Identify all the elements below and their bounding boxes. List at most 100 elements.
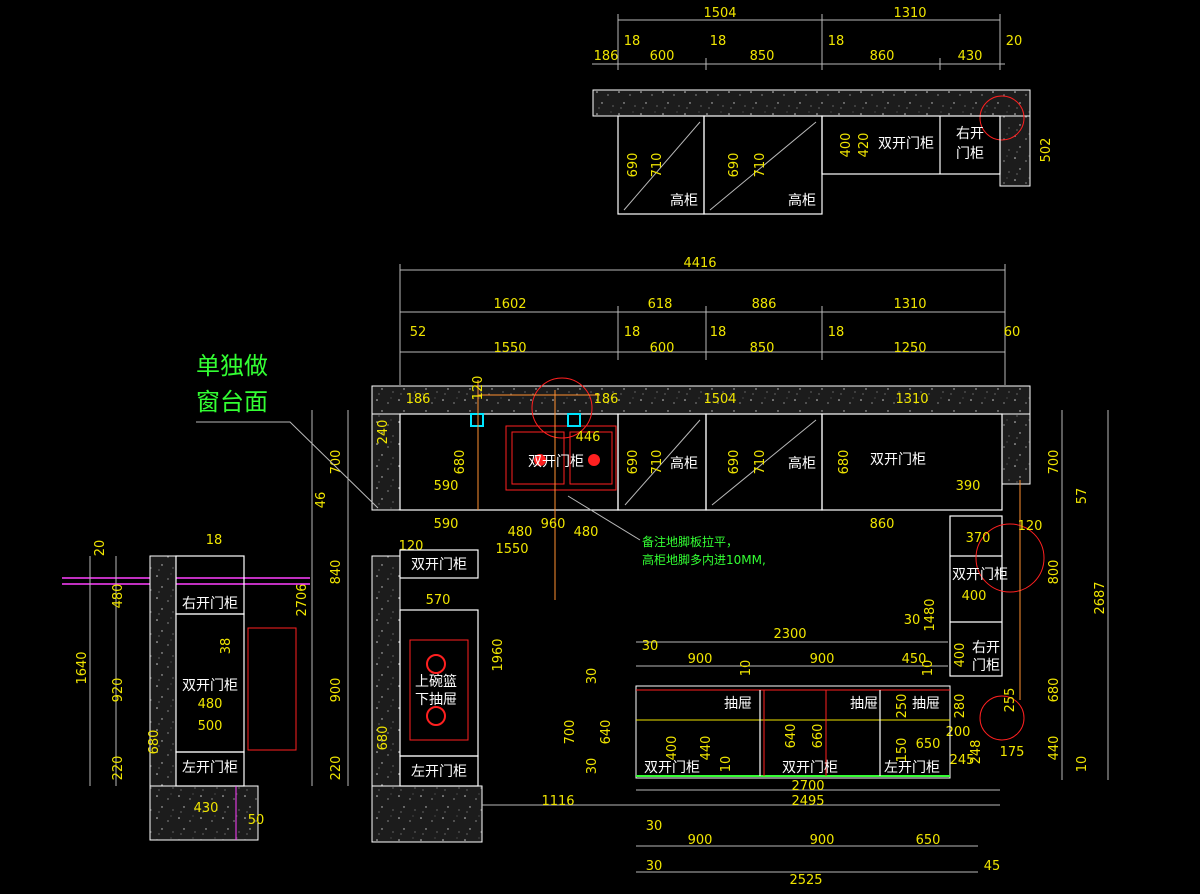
bottom-dim-45: 45: [984, 859, 1001, 874]
top-dim-18c: 18: [828, 34, 845, 49]
top-dim-850: 850: [750, 49, 775, 64]
plan-r-30: 30: [904, 613, 921, 628]
plan-r-440: 440: [1047, 736, 1062, 761]
plan-dim-886: 886: [752, 297, 777, 312]
island-dim-450: 450: [902, 652, 927, 667]
plan-dim-1550: 1550: [493, 341, 526, 356]
left-elev-red-box: [247, 627, 297, 751]
sink-drain-b: [588, 454, 600, 466]
plan-h-710a: 710: [650, 450, 665, 475]
top-label-right-open: 右开: [956, 126, 984, 142]
left-dim-500: 500: [198, 719, 223, 734]
top-dim-186: 186: [594, 49, 619, 64]
plan-dim-590a: 590: [434, 479, 459, 494]
island-dim-440: 440: [699, 736, 714, 761]
plan-left-wall: [371, 413, 401, 511]
left-dim-18: 18: [206, 533, 223, 548]
top-dim-20: 20: [1006, 34, 1023, 49]
bottom-dim-2525: 2525: [789, 873, 822, 888]
plan-dim-120b: 120: [399, 539, 424, 554]
island-dim-30b: 30: [585, 668, 600, 685]
plan-in-120: 120: [471, 376, 486, 401]
plan-dim-52: 52: [410, 325, 427, 340]
plan-h-690a: 690: [626, 450, 641, 475]
label-drawer-c: 抽屉: [912, 696, 940, 712]
plan-dim-220: 220: [329, 756, 344, 781]
top-dim-1310: 1310: [893, 6, 926, 21]
plan-dim-680a: 680: [453, 450, 468, 475]
island-dim-150: 150: [895, 738, 910, 763]
plan-r-680: 680: [1047, 678, 1062, 703]
right-red-circle: [975, 523, 1045, 593]
plan-r-2687: 2687: [1093, 581, 1108, 614]
sink-bowl-a: [511, 431, 565, 485]
stove-outline: [409, 639, 469, 741]
plan-dim-1310: 1310: [893, 297, 926, 312]
plan-right-wall: [1001, 413, 1031, 485]
bottom-dim-900b: 900: [810, 833, 835, 848]
plan-r-200: 200: [946, 725, 971, 740]
top-dim-1504: 1504: [703, 6, 736, 21]
plan-dim-590b: 590: [434, 517, 459, 532]
top-label-tall-a: 高柜: [670, 192, 698, 209]
bottom-dim-1116: 1116: [541, 794, 574, 809]
top-h-710b: 710: [753, 153, 768, 178]
plan-in-186a: 186: [406, 392, 431, 407]
plan-dim-60: 60: [1004, 325, 1021, 340]
island-dim-30c: 30: [585, 758, 600, 775]
left-dim-50: 50: [248, 813, 265, 828]
plan-dim-18c: 18: [828, 325, 845, 340]
left-dim-680: 680: [147, 730, 162, 755]
label-double-door-top: 双开门柜: [870, 452, 926, 468]
left-label-right-open: 右开门柜: [182, 596, 238, 612]
top-h-690a: 690: [626, 153, 641, 178]
plan-dim-840: 840: [329, 560, 344, 585]
plan-dim-1960: 1960: [491, 638, 506, 671]
plan-r-400b: 400: [953, 643, 968, 668]
bottom-dim-30b: 30: [646, 859, 663, 874]
top-label-right-open-2: 门柜: [956, 146, 984, 162]
top-h-710a: 710: [650, 153, 665, 178]
island-dim-640a: 640: [599, 720, 614, 745]
plan-in-1504: 1504: [703, 392, 736, 407]
plan-dim-480a: 480: [508, 525, 533, 540]
island-dim-10a: 10: [739, 660, 754, 677]
top-h-690b: 690: [727, 153, 742, 178]
plan-top-counter: [371, 385, 1031, 415]
label-sink-cabinet: 双开门柜: [528, 454, 584, 470]
left-dim-480a: 480: [111, 584, 126, 609]
label-right-open-a: 右开: [972, 640, 1000, 656]
label-stove-lower: 下抽屉: [415, 692, 457, 708]
sink-drain-a: [534, 454, 546, 466]
left-dim-1640: 1640: [75, 651, 90, 684]
stove-burner-b: [426, 706, 446, 726]
plan-dim-240: 240: [376, 420, 391, 445]
label-left-open: 左开门柜: [411, 764, 467, 780]
plan-dim-618: 618: [648, 297, 673, 312]
top-countertop: [592, 89, 1031, 117]
plan-in-186b: 186: [594, 392, 619, 407]
plan-dim-4416: 4416: [683, 256, 716, 271]
top-right-wall: [999, 115, 1031, 187]
plan-h-690b: 690: [727, 450, 742, 475]
label-drawer-b: 抽屉: [850, 696, 878, 712]
top-dim-860: 860: [870, 49, 895, 64]
label-right-double: 双开门柜: [952, 567, 1008, 583]
plan-dim-600: 600: [650, 341, 675, 356]
plan-in-446: 446: [576, 430, 601, 445]
label-island-left: 左开门柜: [884, 760, 940, 776]
plan-dim-900: 900: [329, 678, 344, 703]
plan-r-10: 10: [1075, 756, 1090, 773]
top-elevation: 1504 1310 186 18 600 18 850 18 860 430 2…: [592, 6, 1054, 215]
sink-bowl-b: [569, 431, 613, 485]
plan-r-255: 255: [1003, 688, 1018, 713]
plan-dim-2706: 2706: [295, 583, 310, 616]
plan-r-248: 248: [969, 740, 984, 765]
right-red-circle-b: [979, 695, 1025, 741]
island-dim-650: 650: [916, 737, 941, 752]
island-dim-30a: 30: [642, 639, 659, 654]
island-dim-10b: 10: [921, 660, 936, 677]
plan-dim-680b: 680: [376, 726, 391, 751]
left-dim-38: 38: [219, 638, 234, 655]
island-dim-700: 700: [563, 720, 578, 745]
